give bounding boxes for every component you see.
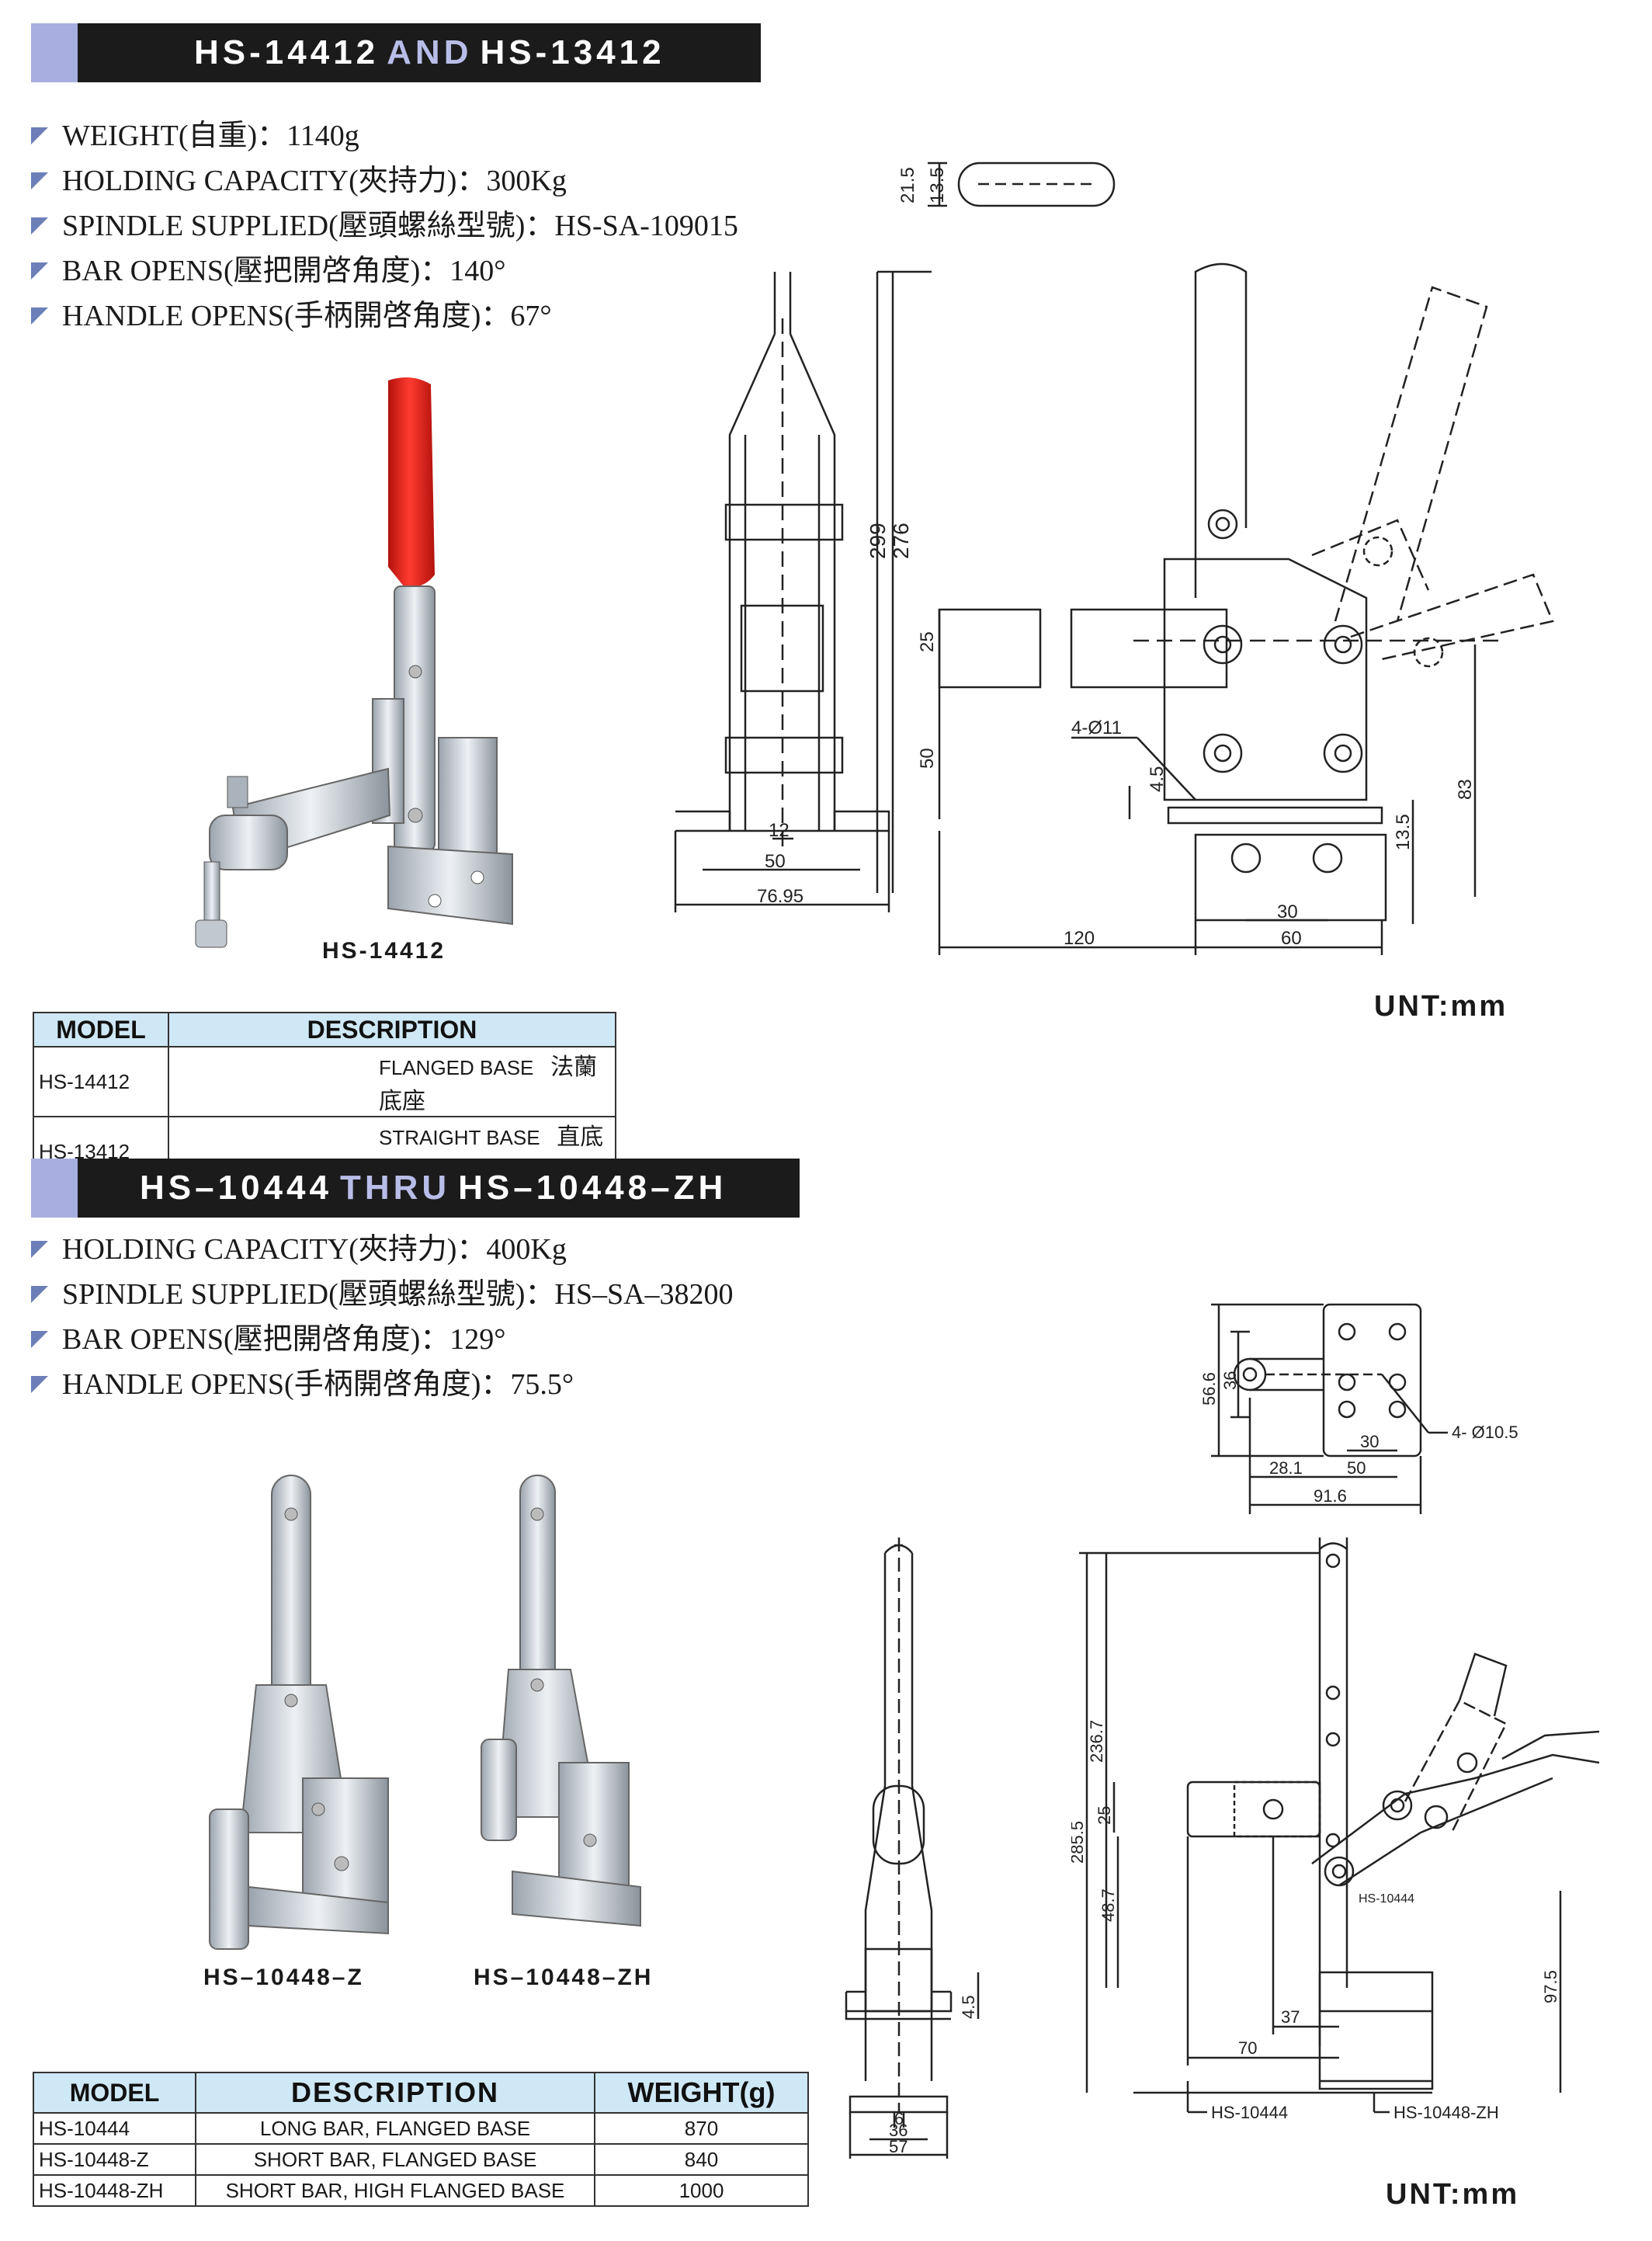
dim-label: HS-10444 (1211, 2103, 1288, 2122)
table-cell: FLANGED BASE 法蘭底座 (168, 1046, 616, 1117)
dim-label: 6 (894, 2109, 904, 2128)
dim-label: HS-10444 (1359, 1892, 1414, 1906)
spec-item: SPINDLE SUPPLIED(壓頭螺絲型號)：HS-SA-109015 (31, 203, 738, 248)
table-cell: 870 (594, 2112, 809, 2145)
dim-label: 91.6 (1314, 1486, 1347, 1506)
drawing-side-view: 4.5 6 36 57 (845, 1537, 980, 2159)
bullet-icon (31, 172, 48, 189)
dim-label: 30 (1277, 902, 1298, 922)
dim-label: 25 (1095, 1806, 1114, 1825)
spec-item: HANDLE OPENS(手柄開啓角度)：75.5° (31, 1362, 734, 1407)
table-cell: 1000 (594, 2174, 809, 2207)
dim-label: 25 (917, 631, 938, 652)
drawing-hs14412: 21.5 13.5 76.95 50 12 299 276 25 50 4-Ø1… (674, 162, 1554, 955)
dim-label: 83 (1455, 779, 1476, 800)
bullet-icon (31, 1241, 48, 1258)
table-cell: 840 (594, 2143, 809, 2176)
dim-label: 299 (866, 523, 890, 559)
table-cell: SHORT BAR, FLANGED BASE (195, 2143, 595, 2176)
dim-label: 60 (1281, 928, 1302, 949)
dim-label: 57 (889, 2137, 908, 2156)
dim-label: 36 (889, 2121, 908, 2140)
col-header: MODEL (33, 1012, 169, 1048)
model-table-1: MODEL DESCRIPTION HS-14412 FLANGED BASE … (33, 1012, 616, 1187)
drawing-front-view: HS-10444 285.5 236.7 25 48.7 97.5 37 70 … (1071, 1537, 1600, 2122)
photo-caption: HS–10448–ZH (474, 1965, 654, 1990)
spec-item: BAR OPENS(壓把開啓角度)：140° (31, 248, 738, 294)
table-cell: SHORT BAR, HIGH FLANGED BASE (195, 2174, 595, 2207)
col-header: DESCRIPTION (168, 1012, 616, 1048)
spec-item: HANDLE OPENS(手柄開啓角度)：67° (31, 294, 738, 339)
spec-item: HOLDING CAPACITY(夾持力)：300Kg (31, 158, 738, 203)
dim-label: 236.7 (1087, 1720, 1106, 1763)
photo-caption: HS–10448–Z (203, 1965, 364, 1990)
dim-label: 76.95 (757, 886, 803, 907)
dim-label: 50 (1347, 1458, 1366, 1478)
dim-label: 28.1 (1269, 1458, 1303, 1478)
dim-label: 13.5 (927, 167, 948, 203)
clamp-photo-hs14412 (195, 377, 513, 948)
section1-header: HS-14412 AND HS-13412 (31, 23, 761, 82)
dim-label: 50 (765, 851, 786, 872)
bullet-icon (31, 1376, 48, 1393)
table-cell: HS-14412 (33, 1046, 169, 1117)
bullet-icon (31, 1331, 48, 1348)
bullet-icon (31, 217, 48, 235)
dim-label: 70 (1238, 2038, 1257, 2058)
dim-label: 56.6 (1199, 1372, 1219, 1405)
dim-label: 50 (917, 748, 938, 769)
dim-label: 21.5 (897, 167, 918, 203)
dim-label: 30 (1360, 1432, 1379, 1451)
dim-label: HS-10448-ZH (1393, 2103, 1499, 2122)
spec-item: WEIGHT(自重)：1140g (31, 113, 738, 158)
clamp-photo-hs10448zh (481, 1475, 641, 1927)
section2-title: HS–10444 THRU HS–10448–ZH (78, 1159, 800, 1218)
dim-label: 37 (1281, 2007, 1300, 2027)
table-row: HS-10448-Z SHORT BAR, FLANGED BASE 840 (33, 2143, 809, 2176)
table-cell: HS-10448-Z (33, 2143, 196, 2176)
section2-specs: HOLDING CAPACITY(夾持力)：400Kg SPINDLE SUPP… (31, 1227, 734, 1407)
dim-label: 12 (769, 820, 790, 841)
spec-item: HOLDING CAPACITY(夾持力)：400Kg (31, 1227, 734, 1272)
table-row: HS-14412 FLANGED BASE 法蘭底座 (33, 1046, 616, 1117)
dim-label: 13.5 (1393, 814, 1414, 850)
bullet-icon (31, 1286, 48, 1303)
col-header: DESCRIPTION (195, 2072, 595, 2114)
spec-item: SPINDLE SUPPLIED(壓頭螺絲型號)：HS–SA–38200 (31, 1272, 734, 1317)
dim-label: 285.5 (1071, 1821, 1087, 1864)
col-header: MODEL (33, 2072, 196, 2114)
dim-label: 97.5 (1541, 1970, 1560, 2003)
dim-label: 276 (889, 523, 913, 559)
dim-label: 4.5 (959, 1995, 978, 2019)
section1-title: HS-14412 AND HS-13412 (78, 23, 761, 82)
table-row: HS-10448-ZH SHORT BAR, HIGH FLANGED BASE… (33, 2174, 809, 2207)
model-table-2: MODEL DESCRIPTION WEIGHT(g) HS-10444 LON… (33, 2072, 809, 2207)
bullet-icon (31, 307, 48, 325)
table-cell: LONG BAR, FLANGED BASE (195, 2112, 595, 2145)
dim-label: 4.5 (1147, 766, 1168, 792)
spec-item: BAR OPENS(壓把開啓角度)：129° (31, 1317, 734, 1362)
dim-label: 4- Ø10.5 (1452, 1423, 1518, 1442)
section1-specs: WEIGHT(自重)：1140g HOLDING CAPACITY(夾持力)：3… (31, 113, 738, 339)
clamp-photo-hs10448z (209, 1475, 389, 1950)
dim-label: 36 (1220, 1371, 1240, 1390)
bullet-icon (31, 262, 48, 280)
bullet-icon (31, 127, 48, 144)
table-cell: HS-10444 (33, 2112, 196, 2145)
dim-label: 4-Ø11 (1071, 717, 1122, 738)
col-header: WEIGHT(g) (594, 2072, 809, 2114)
dim-label: 48.7 (1098, 1888, 1118, 1922)
dim-label: 120 (1064, 928, 1095, 949)
table-cell: HS-10448-ZH (33, 2174, 196, 2207)
photo-caption: HS-14412 (322, 938, 446, 964)
unit-label: UNT:mm (1386, 2178, 1520, 2211)
section2-header: HS–10444 THRU HS–10448–ZH (31, 1159, 800, 1218)
unit-label: UNT:mm (1374, 990, 1508, 1023)
drawing-top-view: 56.6 36 4- Ø10.5 30 28.1 50 91.6 (1199, 1303, 1518, 1514)
table-row: HS-10444 LONG BAR, FLANGED BASE 870 (33, 2112, 809, 2145)
